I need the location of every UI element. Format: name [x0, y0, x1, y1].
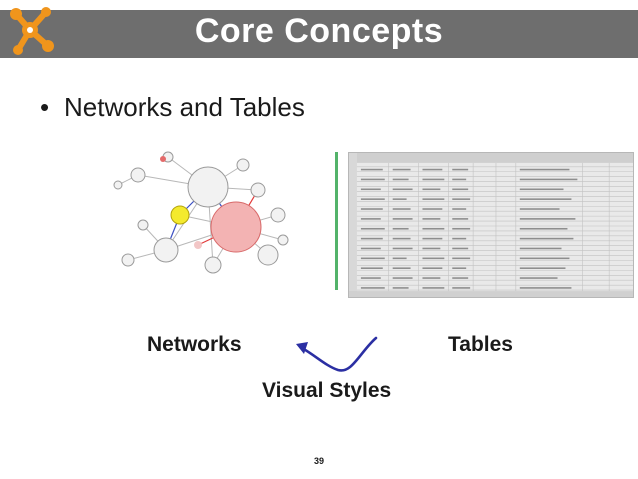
- slide-title: Core Concepts: [194, 12, 444, 50]
- title-bar: [0, 10, 638, 58]
- bullet-dot: •: [40, 92, 50, 122]
- bullet-text: Networks and Tables: [64, 92, 305, 122]
- network-screenshot: [108, 145, 308, 290]
- networks-label: Networks: [147, 333, 242, 356]
- tables-label: Tables: [448, 333, 513, 356]
- table-screenshot: [348, 152, 634, 298]
- page-number: 39: [313, 456, 324, 466]
- cytoscape-logo-icon: [10, 7, 54, 55]
- curved-arrow-icon: [296, 336, 378, 372]
- visual-styles-label: Visual Styles: [262, 379, 392, 402]
- panel-divider: [335, 152, 338, 290]
- bullet-item: • Networks and Tables: [40, 92, 305, 123]
